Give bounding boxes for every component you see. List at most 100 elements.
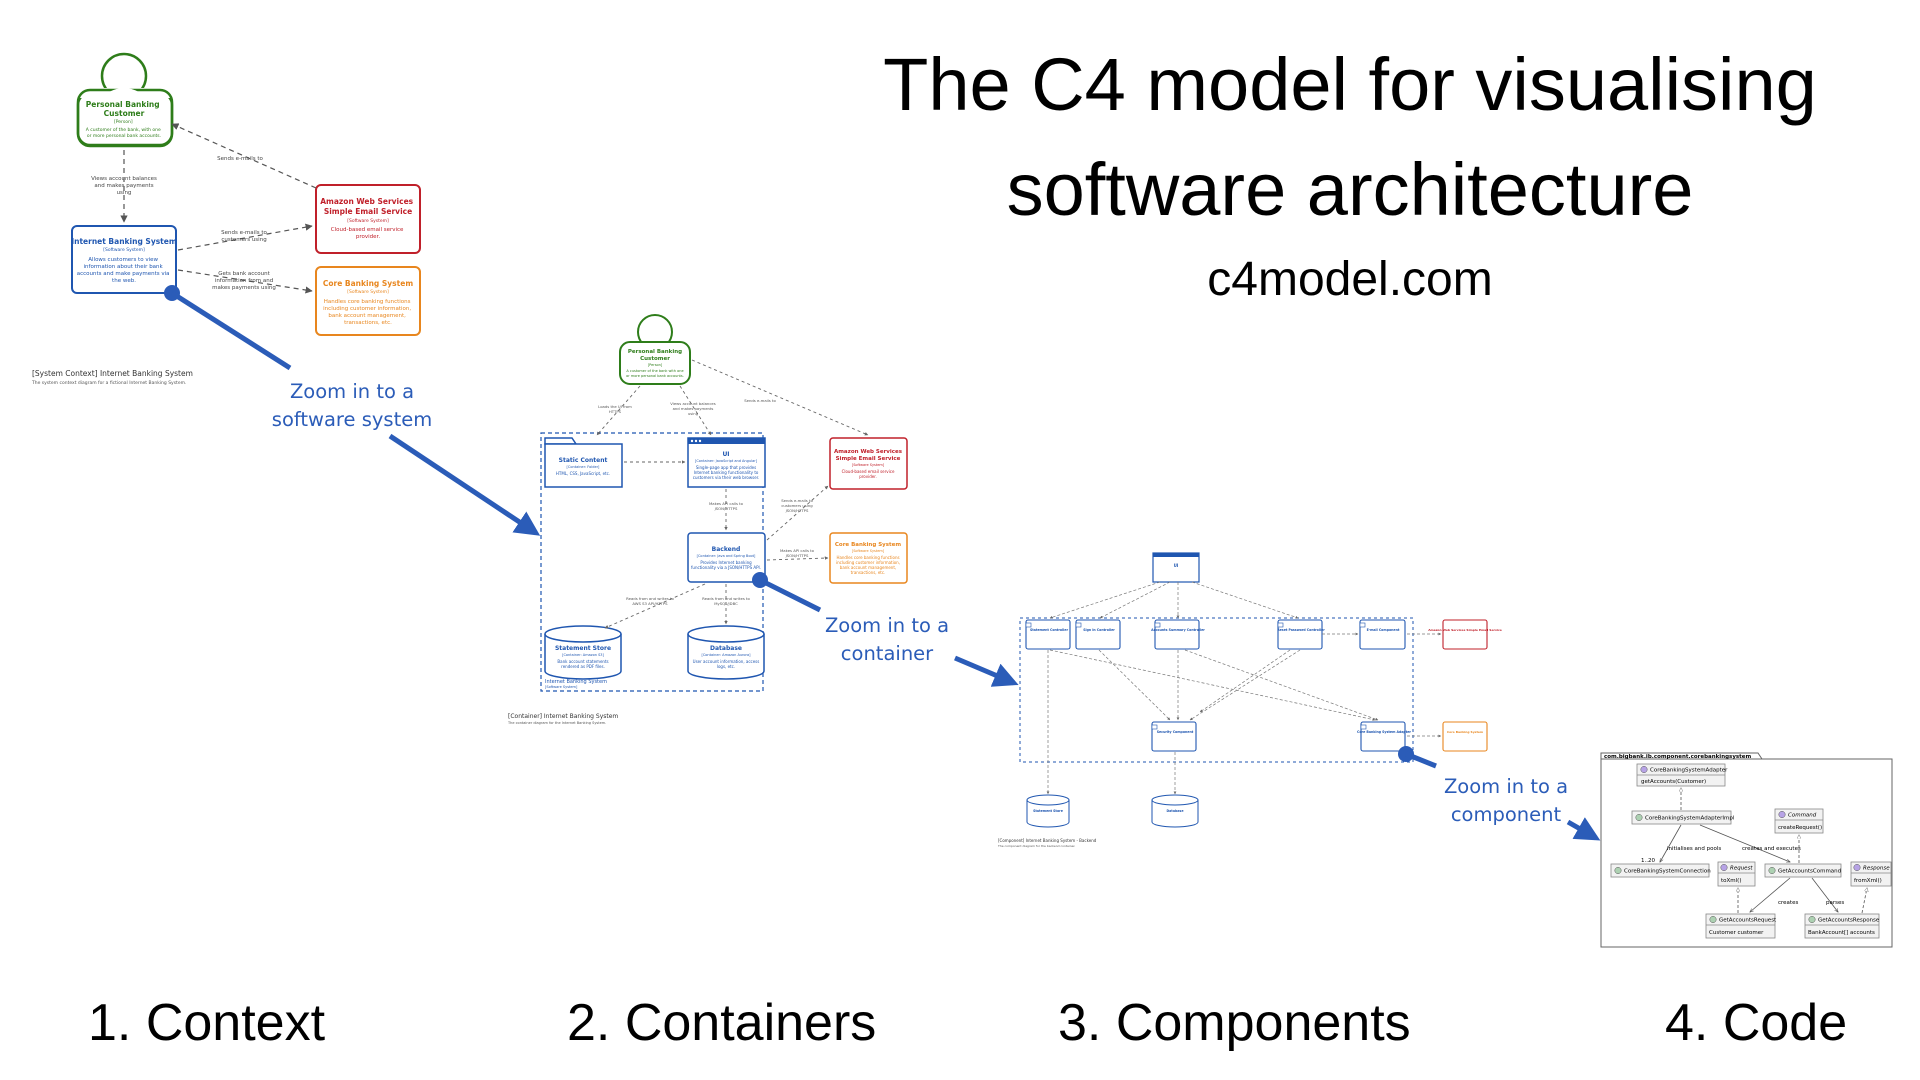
component-database-name: Database (1167, 809, 1184, 813)
container-statement-name: Statement Store (555, 645, 611, 652)
code-class-command: Command createRequest() (1774, 808, 1824, 834)
container-statement-desc-2: rendered as PDF files. (561, 664, 605, 669)
container-person-type: [Person] (648, 363, 663, 367)
context-ibs-type: [Software System] (103, 247, 145, 253)
container-person-name: Personal Banking (628, 349, 682, 355)
code-edge-creates: creates (1778, 900, 1798, 906)
svg-text:[Person] A customer of: [Person] A customer of the bank, with on… (86, 119, 162, 139)
component-database: Database (1151, 794, 1199, 828)
context-aws-desc-1: Cloud-based email service (331, 227, 404, 233)
component-sign-in-controller: Sign In Controller (1083, 628, 1115, 632)
context-core-desc-1: Handles core banking functions (324, 299, 411, 305)
context-ibs-desc-1: Allows customers to view (88, 257, 158, 263)
context-ibs-name: Internet Banking System (71, 237, 177, 246)
zoom-label-system-1: Zoom in to a (290, 380, 414, 403)
container-edge-makes-api-2: JSON/HTTPS (714, 506, 738, 511)
container-person-name2: Customer (640, 356, 670, 362)
code-command-method: createRequest() (1778, 825, 1822, 831)
container-backend-name: Backend (712, 546, 741, 553)
code-connection-name: CoreBankingSystemConnection (1624, 869, 1711, 875)
context-aws-type: [Software System] (347, 218, 389, 224)
level-label-context: 1. Context (88, 994, 326, 1052)
container-core-banking: Core Banking System [Software System] Ha… (829, 532, 908, 584)
container-static-content: Static Content [Container: Folder] HTML,… (544, 437, 623, 488)
container-backend-type: [Container: Java and Spring Boot] (697, 554, 756, 558)
component-caption: [Component] Internet Banking System - Ba… (998, 838, 1097, 843)
code-adapter-name: CoreBankingSystemAdapter (1650, 768, 1728, 774)
container-database-name: Database (710, 645, 742, 652)
container-ui-desc-3: customers via their web browser. (693, 475, 759, 480)
container-ui-type: [Container: JavaScript and Angular] (695, 459, 758, 463)
code-package-name: com.bigbank.ib.component.corebankingsyst… (1604, 754, 1752, 760)
code-request-name: Request (1730, 866, 1753, 872)
container-caption: [Container] Internet Banking System (508, 713, 618, 720)
zoom-connectors (164, 285, 1601, 841)
code-edge-labels: initialises and pools 1..20 creates and … (1641, 846, 1844, 906)
container-edge-loads-2: HTTPS (609, 409, 622, 414)
code-edge-multiplicity: 1..20 (1641, 858, 1655, 864)
code-edge-creates-exec: creates and executes (1742, 846, 1801, 852)
component-ui: UI (1152, 552, 1200, 583)
context-edge-sends-via-1: Sends e-mails to (221, 230, 267, 236)
container-core-desc-1: Handles core banking functions (836, 555, 899, 560)
container-backend-desc-2: functionality via a JSON/HTTPS API. (691, 565, 761, 570)
code-getresp-name: GetAccountsResponse (1818, 918, 1880, 924)
title-line-1: The C4 model for visualising (883, 43, 1817, 126)
container-ui-desc-1: Single-page app that provides (696, 465, 756, 470)
container-edge-views-3: using (688, 411, 699, 416)
svg-text:Allows customers to view: Allows customers to view information abo… (77, 257, 172, 284)
container-ui: UI [Container: JavaScript and Angular] S… (687, 437, 766, 488)
level-label-components: 3. Components (1058, 994, 1411, 1052)
svg-text:Amazon Web Services Si: Amazon Web Services Simple Email Service (320, 197, 416, 216)
container-aws-name: Amazon Web Services (834, 449, 903, 455)
context-aws-name: Amazon Web Services (320, 197, 413, 206)
zoom-label-component-1: Zoom in to a (1444, 775, 1568, 798)
container-backend: Backend [Container: Java and Spring Boot… (687, 532, 766, 583)
container-boundary-type: [Software System] (545, 685, 578, 689)
container-edge-reads-db-2: MySQL/JDBC (714, 601, 738, 606)
component-boundary (1019, 617, 1414, 763)
svg-text:Handles core banking functions: Handles core banking functionsincluding … (836, 555, 900, 575)
container-ui-desc-2: Internet banking functionality to (694, 470, 759, 475)
zoom-label-container-2: container (841, 642, 934, 665)
context-edge-sends-person: Sends e-mails to (217, 156, 263, 162)
context-edge-views-1: Views account balances (91, 176, 157, 182)
context-person-name2: Customer (104, 109, 145, 118)
component-diagram: UI Statement Controller Sign In Controll… (997, 552, 1502, 848)
context-internet-banking-system: Internet Banking System [Software System… (71, 225, 177, 294)
code-class-connection: CoreBankingSystemConnection (1610, 863, 1711, 878)
code-diagram: com.bigbank.ib.component.corebankingsyst… (1600, 752, 1893, 948)
container-database-desc-2: logs, etc. (717, 664, 735, 669)
code-getresp-field: BankAccount[] accounts (1808, 930, 1875, 936)
svg-text:Cloud-based email service: Cloud-based email service provider. (331, 227, 405, 240)
component-security-component: Security Component (1157, 730, 1194, 734)
zoom-label-component-2: component (1451, 803, 1562, 826)
container-statement-store: Statement Store [Container: Amazon S3] B… (544, 625, 622, 680)
code-impl-name: CoreBankingSystemAdapterImpl (1645, 816, 1735, 822)
container-edge-reads-statement-2: AWS S3 API/HTTPS (632, 601, 668, 606)
code-command-name: Command (1788, 813, 1817, 819)
component-statement-name: Statement Store (1033, 809, 1063, 813)
context-core-banking: Core Banking System [Software System] Ha… (315, 266, 421, 336)
code-getcmd-name: GetAccountsCommand (1778, 869, 1841, 875)
title-url: c4model.com (1207, 253, 1492, 306)
context-ibs-desc-3: accounts and make payments via (77, 271, 170, 277)
code-class-request: Request toXml() (1717, 861, 1756, 887)
context-core-desc-2: including customer information, (323, 306, 411, 312)
container-edge-makes-api-1: Makes API calls to (709, 501, 744, 506)
container-static-name: Static Content (559, 457, 608, 464)
container-aws-type: [Software System] (852, 463, 885, 467)
